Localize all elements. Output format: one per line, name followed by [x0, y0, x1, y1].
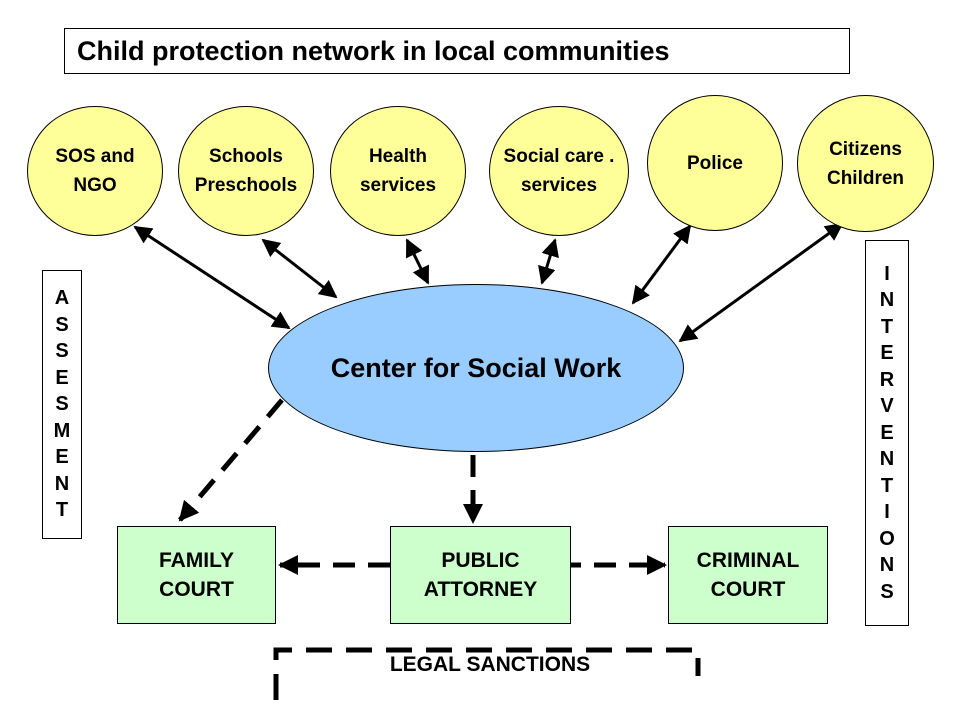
interventions-letter: N [879, 289, 895, 312]
edge-schools-center [261, 238, 338, 299]
diagram-title: Child protection network in local commun… [64, 28, 850, 74]
node-center-social-work: Center for Social Work [268, 284, 684, 452]
node-citizens-children-label: Citizens Children [826, 138, 905, 189]
edges-layer [133, 222, 844, 575]
interventions-letter: E [880, 421, 894, 444]
assessment-letter: A [54, 287, 70, 310]
edge-police-center [631, 224, 692, 305]
interventions-letter: E [880, 342, 894, 365]
node-public-attorney-label: PUBLIC ATTORNEY [423, 549, 538, 601]
node-criminal-court-label: CRIMINAL COURT [696, 549, 800, 601]
interventions-letter: S [880, 580, 894, 603]
node-police-label: Police [687, 152, 743, 174]
node-citizens-children: Citizens Children [797, 95, 934, 232]
node-family-court: FAMILY COURT [117, 526, 276, 624]
node-center-social-work-label: Center for Social Work [330, 352, 622, 383]
interventions-letter: I [884, 501, 890, 524]
node-criminal-court: CRIMINAL COURT [668, 526, 828, 624]
edge-health-center [405, 238, 430, 285]
interventions-letter: T [880, 474, 894, 497]
assessment-letter: N [54, 472, 70, 495]
assessment-letter: S [55, 393, 69, 416]
legal-sanctions-bracket [273, 647, 701, 700]
interventions-letter: N [879, 448, 895, 471]
interventions-letter: R [879, 368, 895, 391]
node-health-services-label: Health services [359, 146, 437, 196]
edge-sos-center [133, 225, 291, 330]
interventions-letter: O [879, 527, 895, 550]
node-sos-ngo-label: SOS and NGO [55, 146, 135, 196]
legal-sanctions-label: LEGAL SANCTIONS [389, 653, 591, 676]
node-police: Police [647, 95, 783, 231]
interventions-letter: I [884, 262, 890, 285]
node-social-care: Social care . services [489, 106, 629, 236]
node-schools: Schools Preschools [178, 106, 314, 236]
interventions-letter: T [880, 315, 894, 338]
assessment-letter: M [53, 419, 71, 442]
assessment-letter: E [55, 366, 69, 389]
edge-citizens-center [678, 222, 844, 343]
node-family-court-label: FAMILY COURT [158, 549, 235, 601]
interventions-letter: V [880, 395, 894, 418]
assessment-letter: T [55, 499, 69, 522]
node-health-services: Health services [330, 106, 466, 236]
node-public-attorney: PUBLIC ATTORNEY [390, 526, 571, 624]
assessment-letter: E [55, 446, 69, 469]
node-schools-label: Schools Preschools [194, 146, 298, 196]
edge-center-family-court [178, 398, 284, 522]
node-sos-ngo: SOS and NGO [27, 106, 163, 236]
interventions-letter: N [879, 554, 895, 577]
edge-social-care-center [538, 238, 559, 285]
assessment-letter: S [55, 313, 69, 336]
assessment-letter: S [55, 340, 69, 363]
node-social-care-label: Social care . services [503, 146, 615, 196]
